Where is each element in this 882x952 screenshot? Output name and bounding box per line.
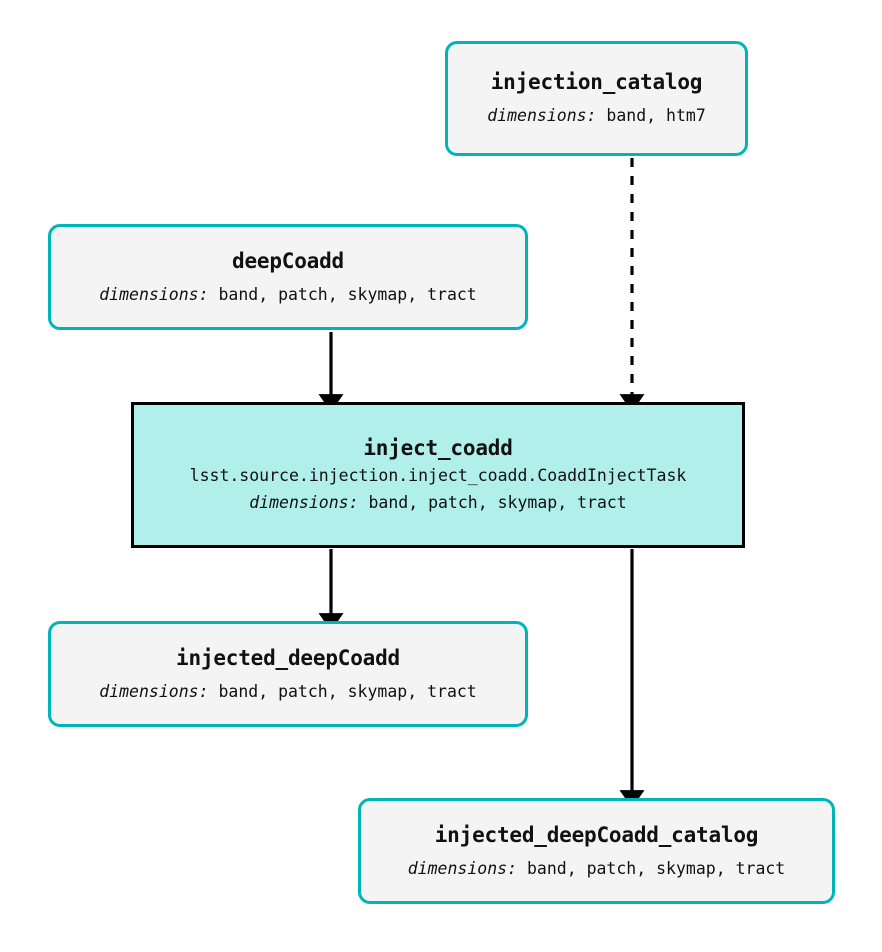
dimensions-label: dimensions:: [407, 858, 518, 878]
node-injected-deep-coadd-catalog-dimensions-value: band, patch, skymap, tract: [517, 858, 786, 878]
node-inject-coadd-dimensions: dimensions: band, patch, skymap, tract: [249, 493, 627, 514]
node-injected-deep-coadd-title: injected_deepCoadd: [176, 645, 400, 670]
node-inject-coadd-dimensions-value: band, patch, skymap, tract: [358, 493, 627, 513]
node-injection-catalog-title: injection_catalog: [490, 70, 703, 95]
node-injection-catalog-dimensions-value: band, htm7: [596, 106, 706, 126]
node-inject-coadd-classpath: lsst.source.injection.inject_coadd.Coadd…: [189, 466, 687, 486]
node-inject-coadd[interactable]: inject_coadd lsst.source.injection.injec…: [131, 402, 745, 548]
node-injected-deep-coadd-catalog-dimensions: dimensions: band, patch, skymap, tract: [408, 859, 786, 880]
node-injected-deep-coadd-catalog-title: injected_deepCoadd_catalog: [434, 822, 759, 847]
node-injected-deep-coadd-dimensions: dimensions: band, patch, skymap, tract: [99, 682, 477, 703]
node-injected-deep-coadd[interactable]: injected_deepCoadd dimensions: band, pat…: [48, 621, 528, 727]
dimensions-label: dimensions:: [99, 681, 209, 701]
dimensions-label: dimensions:: [99, 284, 209, 304]
node-injection-catalog[interactable]: injection_catalog dimensions: band, htm7: [445, 41, 748, 156]
node-deep-coadd-dimensions-value: band, patch, skymap, tract: [208, 284, 477, 304]
node-injected-deep-coadd-dimensions-value: band, patch, skymap, tract: [208, 681, 477, 701]
node-injection-catalog-dimensions: dimensions: band, htm7: [487, 106, 706, 127]
dimensions-label: dimensions:: [487, 106, 597, 126]
node-deep-coadd-dimensions: dimensions: band, patch, skymap, tract: [99, 285, 477, 306]
node-deep-coadd[interactable]: deepCoadd dimensions: band, patch, skyma…: [48, 224, 528, 330]
node-inject-coadd-title: inject_coadd: [363, 436, 513, 461]
dimensions-label: dimensions:: [249, 493, 359, 513]
node-injected-deep-coadd-catalog[interactable]: injected_deepCoadd_catalog dimensions: b…: [358, 798, 835, 904]
node-deep-coadd-title: deepCoadd: [232, 248, 344, 273]
